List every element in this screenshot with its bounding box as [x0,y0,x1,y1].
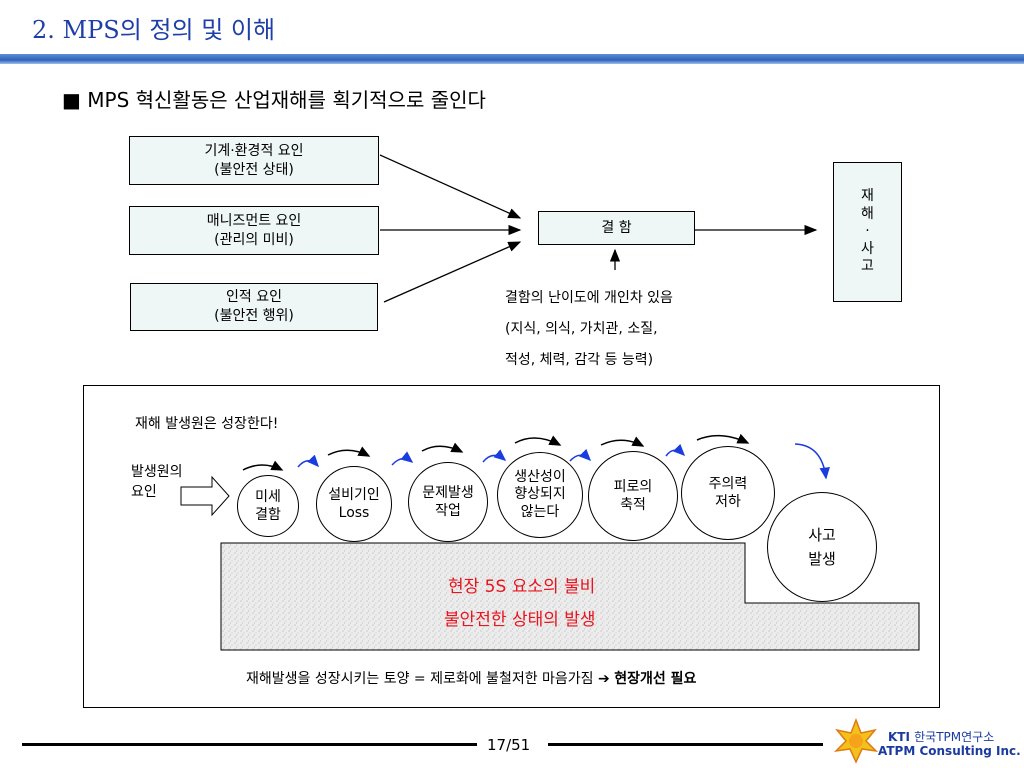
factor-management-line1: 매니즈먼트 요인 [206,212,302,229]
brand-kr: 한국TPM연구소 [914,730,995,744]
right-arrow-icon: ➔ [598,671,610,687]
ground-text-line2: 불안전한 상태의 발생 [444,610,596,630]
factor-machine-env: 기계·환경적 요인 (불안전 상태) [129,136,379,185]
conclusion-bold: 현장개선 필요 [614,671,697,687]
factor-management-line2: (관리의 미비) [214,231,294,248]
defect-note-line2: (지식, 의식, 가치관, 소질, [505,321,658,337]
footer-rule-left [22,743,477,746]
stage-text: 피로의 [613,478,653,495]
slide-subtitle: ■ MPS 혁신활동은 산업재해를 획기적으로 줄인다 [62,88,486,112]
page-number: 17/51 [487,736,531,754]
factor-human-line1: 인적 요인 [226,289,282,306]
stage-equipment-loss: 설비기인 Loss [316,466,392,542]
defect-label: 결 함 [601,219,632,236]
stage-text: 문제발생 [422,484,474,501]
title-rule [0,54,1024,64]
brand-kti: KTI [888,730,910,744]
accident-box: 재 해 · 사 고 [833,162,902,302]
origin-label-line1: 발생원의 [131,464,183,480]
factor-machine-env-line1: 기계·환경적 요인 [204,142,304,159]
factor-human: 인적 요인 (불안전 행위) [130,283,378,331]
stage-text: 결함 [255,507,281,523]
stage-text: 않는다 [520,503,560,520]
factor-management: 매니즈먼트 요인 (관리의 미비) [129,206,379,255]
stage-text: 발생 [808,550,836,568]
accident-char: 고 [861,258,874,275]
accident-char: · [865,223,870,240]
growth-heading: 재해 발생원은 성장한다! [135,416,279,432]
stage-text: 축적 [620,497,646,513]
origin-label-line2: 요인 [131,484,157,500]
brand-logo-icon [833,718,879,764]
defect-note-line3: 적성, 체력, 감각 등 능력) [505,352,654,368]
stage-text: 생산성이 [514,468,566,485]
ground-text-line1: 현장 5S 요소의 불비 [448,577,596,597]
factor-machine-env-line2: (불안전 상태) [214,161,294,178]
defect-note-line1: 결함의 난이도에 개인차 있음 [505,290,673,306]
stage-text: 향상되지 [514,486,566,503]
conclusion: 재해발생을 성장시키는 토양 = 제로화에 불철저한 마음가짐 ➔ 현장개선 필… [246,668,696,688]
factor-human-line2: (불안전 행위) [214,308,294,324]
growth-panel [83,385,940,708]
conclusion-text: 재해발생을 성장시키는 토양 = 제로화에 불철저한 마음가짐 [246,671,594,687]
stage-text: 설비기인 [328,486,380,503]
defect-box: 결 함 [538,211,695,245]
accident-char: 해 [861,205,874,222]
stage-text: 저하 [715,494,741,510]
stage-text: 작업 [435,503,461,519]
stage-text: Loss [338,505,370,521]
accident-char: 재 [861,188,874,205]
slide-title: 2. MPS의 정의 및 이해 [32,16,276,44]
flow-arrows [379,154,818,303]
stage-text: 사고 [808,526,836,544]
stage-text: 미세 [255,488,281,505]
accident-char: 사 [861,240,874,257]
brand-line1: KTI 한국TPM연구소 [888,728,994,745]
footer-rule-right [548,743,823,746]
brand-line2: ATPM Consulting Inc. [878,744,1021,758]
stage-text: 주의력 [708,475,748,492]
